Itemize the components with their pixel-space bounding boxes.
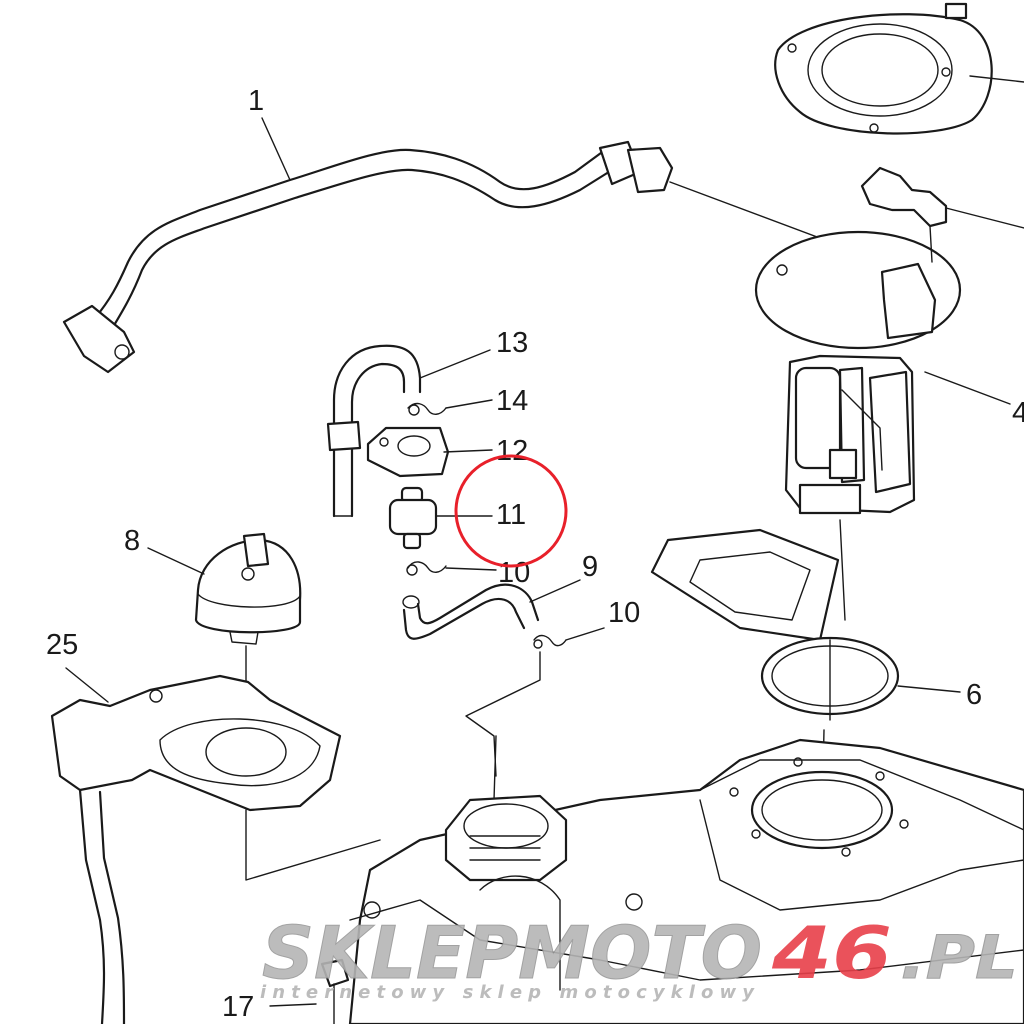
callout-1: 1: [248, 85, 264, 117]
gasket-part-6: [760, 636, 961, 821]
watermark-brand-suffix: .PL: [900, 923, 1018, 993]
callout-25: 25: [46, 629, 78, 661]
fuel-filter-part-11: [388, 486, 493, 550]
callout-13: 13: [496, 327, 528, 359]
callout-17: 17: [222, 991, 254, 1023]
filler-tray-part-25: [50, 667, 381, 1024]
highlight-circle: [454, 454, 568, 568]
callout-12: 12: [496, 435, 528, 467]
clip-part-14: [407, 399, 493, 416]
fuel-tank: [269, 738, 1024, 1024]
fuel-pump-assembly-part-4: [650, 166, 1011, 642]
callout-14: 14: [496, 385, 528, 417]
fuel-hose-part-13: [326, 344, 491, 518]
callout-8: 8: [124, 525, 140, 557]
fuel-cap-part-8: [147, 532, 302, 771]
callout-11: 11: [496, 499, 526, 531]
bracket-part-12: [366, 426, 493, 478]
callout-9: 9: [582, 551, 598, 583]
clip-part-10-lower: [533, 627, 605, 649]
hose-part-1: [62, 140, 674, 374]
pump-cover-plate: [774, 2, 1024, 229]
callout-labels: 1 13 14 12 11 10 9 10 8 25 6 4 17: [46, 85, 1024, 1023]
watermark: SKLEPMOTO 46 .PL internetowy sklep motoc…: [260, 911, 1019, 1004]
hose-part-9: [402, 579, 581, 640]
watermark-brand-red: 46: [771, 911, 892, 995]
callout-6: 6: [966, 679, 982, 711]
callout-10-upper: 10: [498, 557, 530, 589]
watermark-brand-gray: SKLEPMOTO: [262, 911, 762, 995]
callout-10-lower: 10: [608, 597, 640, 629]
clip-part-10-upper: [406, 561, 497, 576]
callout-4: 4: [1012, 397, 1024, 429]
